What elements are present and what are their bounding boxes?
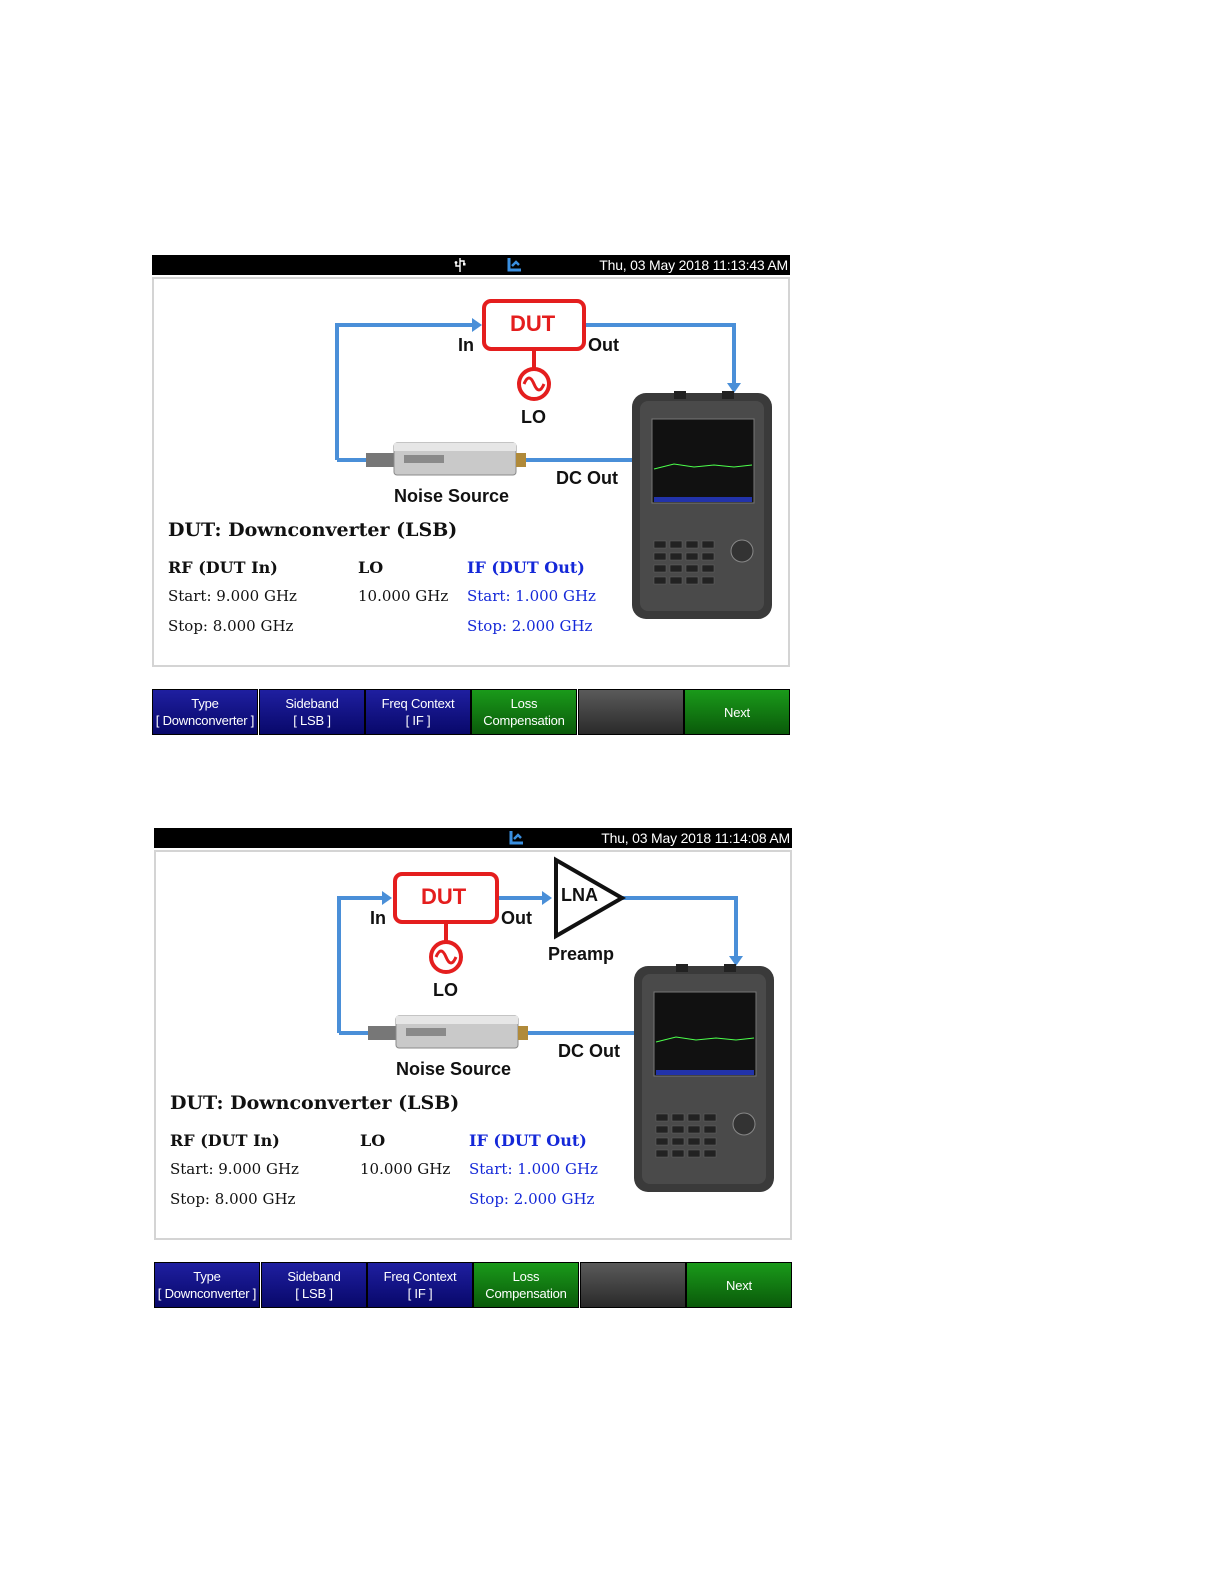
analyzer-image [632, 391, 772, 619]
rf-stop: Stop: 8.000 GHz [168, 617, 294, 635]
network-icon [509, 831, 523, 845]
dc-out-label: DC Out [558, 1041, 620, 1061]
lo-header: LO [360, 1131, 386, 1150]
lna-label: LNA [561, 885, 598, 905]
wire-lna-to-analyzer [622, 896, 738, 956]
noise-source-image [368, 1015, 528, 1049]
arrow-dut-in [382, 891, 392, 905]
sideband-softkey-label: Sideband [287, 1269, 341, 1284]
next-softkey[interactable]: Next [684, 689, 790, 735]
wire-dut-out-to-analyzer [584, 323, 736, 383]
connection-diagram [335, 299, 772, 619]
freq-context-softkey-value: [ IF ] [405, 713, 431, 728]
out-label: Out [588, 335, 619, 355]
sideband-softkey-value: [ LSB ] [293, 713, 331, 728]
rf-start: Start: 9.000 GHz [170, 1160, 299, 1178]
dut-label: DUT [421, 884, 467, 909]
dc-out-label: DC Out [556, 468, 618, 488]
dut-type-title: DUT: Downconverter (LSB) [168, 519, 458, 541]
next-softkey[interactable]: Next [686, 1262, 792, 1308]
usb-icon [454, 258, 466, 272]
status-bar: Thu, 03 May 2018 11:14:08 AM [154, 828, 792, 848]
rf-stop: Stop: 8.000 GHz [170, 1190, 296, 1208]
loss-softkey-label-1: Loss [512, 1269, 540, 1284]
empty-softkey [578, 689, 684, 735]
preamp-label: Preamp [548, 944, 615, 964]
next-softkey-label: Next [724, 704, 750, 720]
sideband-softkey[interactable]: Sideband [ LSB ] [259, 689, 365, 735]
connection-diagram-panel: DUT In Out LNA Preamp LO DC Out Noise So… [154, 850, 792, 1240]
lo-header: LO [358, 558, 384, 577]
datetime-display: Thu, 03 May 2018 11:14:08 AM [601, 830, 790, 846]
freq-context-softkey-label: Freq Context [383, 1269, 457, 1284]
network-icon [507, 258, 521, 272]
rf-header: RF (DUT In) [170, 1131, 280, 1150]
type-softkey-label: Type [193, 1269, 221, 1284]
arrow-lna-in [542, 891, 552, 905]
dut-label: DUT [510, 311, 556, 336]
freq-context-softkey[interactable]: Freq Context [ IF ] [365, 689, 471, 735]
noise-source-label: Noise Source [396, 1059, 512, 1079]
if-header: IF (DUT Out) [467, 558, 585, 577]
in-label: In [458, 335, 474, 355]
in-label: In [370, 908, 386, 928]
freq-context-softkey[interactable]: Freq Context [ IF ] [367, 1262, 473, 1308]
datetime-display: Thu, 03 May 2018 11:13:43 AM [599, 257, 788, 273]
freq-context-softkey-value: [ IF ] [407, 1286, 433, 1301]
noise-source-label: Noise Source [394, 486, 510, 506]
next-softkey-label: Next [726, 1277, 752, 1293]
loss-compensation-softkey[interactable]: Loss Compensation [473, 1262, 579, 1308]
type-softkey-value: [ Downconverter ] [157, 1286, 257, 1301]
sideband-softkey-label: Sideband [285, 696, 339, 711]
lna-amplifier-icon [554, 856, 627, 940]
type-softkey-label: Type [191, 696, 219, 711]
status-bar: Thu, 03 May 2018 11:13:43 AM [152, 255, 790, 275]
lo-value: 10.000 GHz [358, 587, 449, 605]
type-softkey-value: [ Downconverter ] [155, 713, 255, 728]
arrow-analyzer-in [727, 383, 741, 393]
lo-label: LO [433, 980, 458, 1000]
rf-start: Start: 9.000 GHz [168, 587, 297, 605]
wire-noise-to-dut-in [335, 323, 472, 460]
out-label: Out [501, 908, 532, 928]
noise-source-image [366, 442, 526, 476]
lo-label: LO [521, 407, 546, 427]
sideband-softkey-value: [ LSB ] [295, 1286, 333, 1301]
type-softkey[interactable]: Type [ Downconverter ] [154, 1262, 260, 1308]
loss-softkey-label-1: Loss [510, 696, 538, 711]
rf-header: RF (DUT In) [168, 558, 278, 577]
dut-type-title: DUT: Downconverter (LSB) [170, 1092, 460, 1114]
if-stop: Stop: 2.000 GHz [467, 617, 593, 635]
arrow-analyzer-in [729, 956, 743, 966]
empty-softkey [580, 1262, 686, 1308]
loss-softkey-label-2: Compensation [485, 1286, 567, 1301]
softkey-bar: Type [ Downconverter ] Sideband [ LSB ] … [152, 689, 792, 735]
if-start: Start: 1.000 GHz [469, 1160, 598, 1178]
connection-diagram-panel: DUT In Out LO DC Out Noise Source DUT: D… [152, 277, 790, 667]
sideband-softkey[interactable]: Sideband [ LSB ] [261, 1262, 367, 1308]
analyzer-image [634, 964, 774, 1192]
connection-diagram [337, 856, 774, 1192]
if-start: Start: 1.000 GHz [467, 587, 596, 605]
loss-softkey-label-2: Compensation [483, 713, 565, 728]
wire-noise-to-dut-in [337, 896, 384, 1033]
if-stop: Stop: 2.000 GHz [469, 1190, 595, 1208]
arrow-dut-in [472, 318, 482, 332]
loss-compensation-softkey[interactable]: Loss Compensation [471, 689, 577, 735]
if-header: IF (DUT Out) [469, 1131, 587, 1150]
type-softkey[interactable]: Type [ Downconverter ] [152, 689, 258, 735]
freq-context-softkey-label: Freq Context [381, 696, 455, 711]
softkey-bar: Type [ Downconverter ] Sideband [ LSB ] … [154, 1262, 794, 1308]
lo-value: 10.000 GHz [360, 1160, 451, 1178]
